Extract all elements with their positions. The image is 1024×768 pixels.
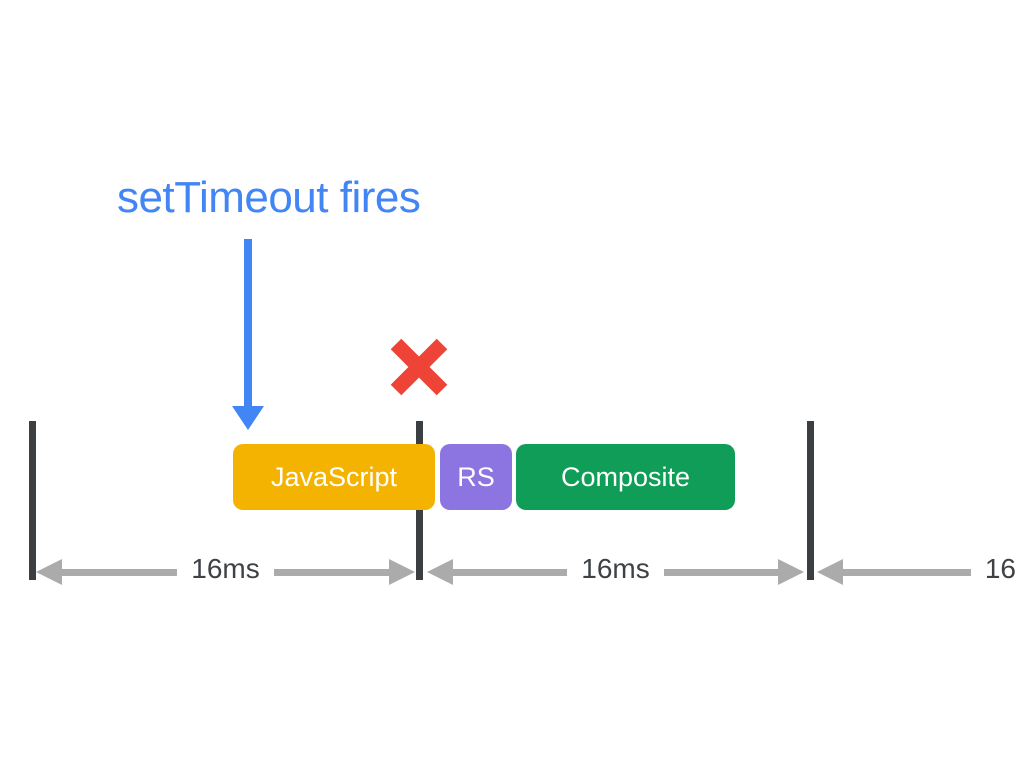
interval-arrow-1: 16ms — [36, 553, 415, 586]
arrow-shaft — [663, 568, 778, 576]
settimeout-fires-label: setTimeout fires — [117, 173, 421, 222]
arrowhead-left-icon — [427, 559, 453, 585]
task-rs-label: RS — [457, 461, 495, 492]
arrow-shaft — [843, 568, 971, 576]
task-composite-label: Composite — [560, 461, 691, 492]
interval-label: 16ms — [581, 553, 650, 584]
task-rs: RS — [440, 444, 512, 510]
arrow-shaft — [453, 568, 568, 576]
task-javascript: JavaScript — [233, 444, 435, 510]
interval-arrow-2: 16ms — [427, 553, 804, 586]
interval-label: 16ms — [191, 553, 260, 584]
interval-arrow-3: 16 — [817, 553, 1024, 586]
frame-boundary-line — [807, 421, 814, 580]
x-mark-icon — [390, 338, 448, 396]
arrowhead-left-icon — [36, 559, 62, 585]
task-javascript-label: JavaScript — [270, 461, 398, 492]
frame-boundary-line — [29, 421, 36, 580]
arrow-shaft — [62, 568, 178, 576]
arrow-shaft — [273, 568, 389, 576]
down-arrow-icon — [232, 239, 264, 430]
arrowhead-left-icon — [817, 559, 843, 585]
task-composite: Composite — [516, 444, 735, 510]
interval-label: 16 — [984, 553, 1016, 584]
arrowhead-right-icon — [778, 559, 804, 585]
arrowhead-right-icon — [389, 559, 415, 585]
